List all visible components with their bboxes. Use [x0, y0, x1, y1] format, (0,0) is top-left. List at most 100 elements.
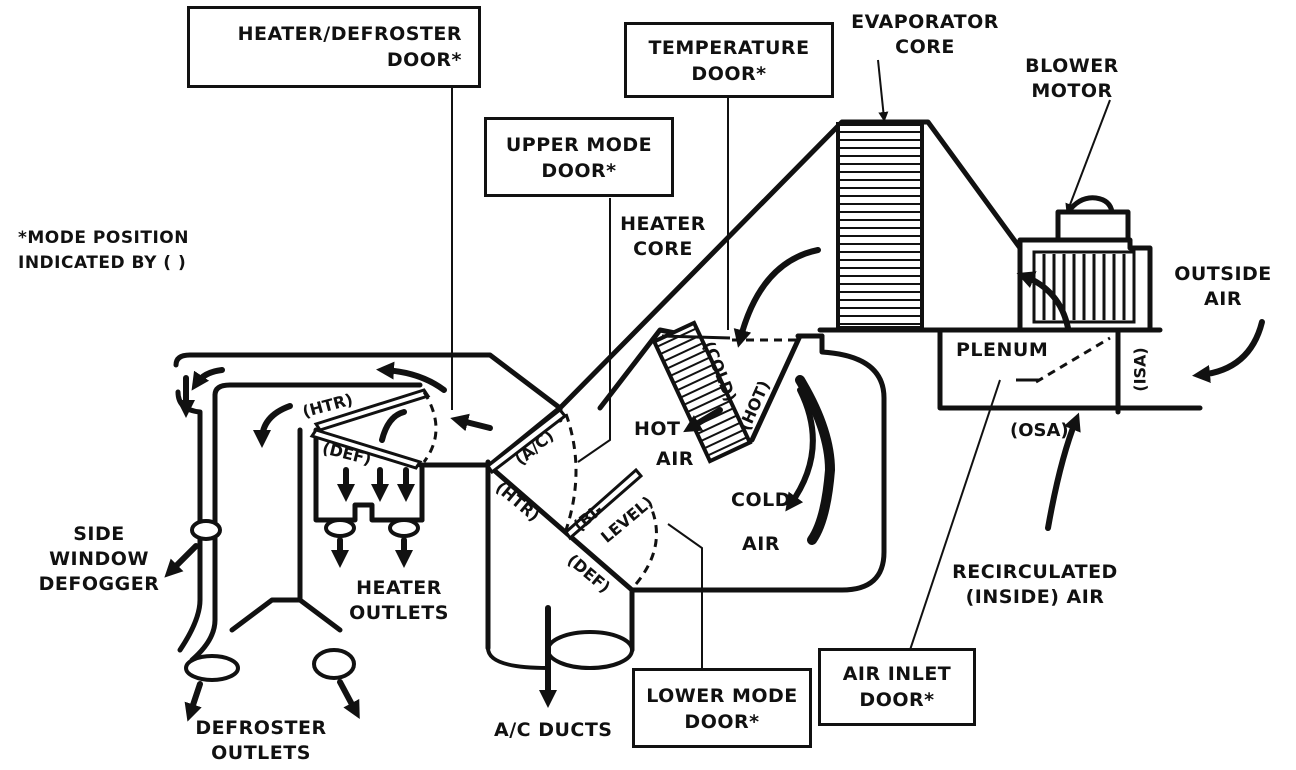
- label-line: EVAPORATOR: [851, 11, 999, 33]
- upper-duct-arrow: [376, 361, 447, 393]
- label-line: *MODE POSITION: [18, 228, 189, 248]
- callout-line: DOOR*: [684, 711, 760, 733]
- label-heater-outlets: HEATER OUTLETS: [334, 576, 464, 626]
- heater-defroster-door: [485, 407, 568, 475]
- label-line: DEFROSTER: [195, 717, 327, 739]
- evaporator-core-fins: [836, 122, 924, 330]
- label-line: OUTSIDE: [1174, 263, 1272, 285]
- callout-temperature-door: TEMPERATURE DOOR*: [624, 22, 834, 98]
- side-defogger-opening: [190, 519, 222, 541]
- defroster-duct-arrow-b: [253, 403, 293, 448]
- mode-label-isa: (ISA): [1130, 347, 1150, 392]
- htr-def-door-swing: [422, 391, 438, 463]
- heater-core-fins: [651, 320, 753, 464]
- heater-core-duct: [629, 333, 887, 593]
- defroster-outlet-right: [312, 648, 356, 680]
- label-line: A/C DUCTS: [494, 719, 613, 741]
- defroster-duct-inner-left: [189, 392, 218, 663]
- cold-air-thick-arrow: [795, 375, 836, 545]
- upper-mode-door-def: [309, 428, 423, 470]
- air-inlet-door-swing: [1035, 336, 1111, 384]
- plenum-bottom-wall: [937, 327, 1203, 411]
- recirculated-air-arrow: [1045, 412, 1081, 531]
- mode-label-osa: (OSA): [1010, 420, 1069, 441]
- defroster-outlet-left: [184, 654, 240, 682]
- defroster-duct-left: [175, 389, 203, 653]
- label-line: OUTLETS: [211, 742, 311, 764]
- callout-upper-mode-door: UPPER MODE DOOR*: [484, 117, 674, 197]
- label-line: BLOWER: [1025, 55, 1119, 77]
- label-evaporator-core: EVAPORATOR CORE: [830, 10, 1020, 60]
- label-plenum: PLENUM: [956, 338, 1048, 363]
- heater-outlet-right-opening: [388, 518, 420, 538]
- temperature-door-cold-edge: [661, 334, 731, 340]
- label-line: AIR: [1204, 288, 1242, 310]
- callout-line: DOOR*: [691, 63, 767, 85]
- label-line: RECIRCULATED: [952, 561, 1118, 583]
- label-recirculated-air: RECIRCULATED (INSIDE) AIR: [950, 560, 1120, 610]
- lower-mode-door-swing: [634, 504, 658, 585]
- label-line: HEATER: [620, 213, 706, 235]
- label-cold-air: COLD AIR: [716, 478, 806, 566]
- callout-heater-defroster-door: HEATER/DEFROSTER DOOR*: [187, 6, 481, 88]
- label-blower-motor: BLOWER MOTOR: [1012, 54, 1132, 104]
- lower-mode-door-path: [485, 462, 635, 593]
- defroster-outlet-arrow-right: [337, 679, 360, 720]
- blower-wheel: [1032, 250, 1136, 324]
- heater-outlet-left: [324, 518, 356, 538]
- label-line: AIR: [656, 448, 694, 470]
- label-line: MOTOR: [1031, 80, 1113, 102]
- heater-core-right-wall: [749, 333, 803, 443]
- blower-motor-cap: [1065, 195, 1115, 215]
- callout-line: AIR INLET: [842, 663, 952, 685]
- label-line: COLD: [731, 489, 791, 511]
- label-line: CORE: [895, 36, 955, 58]
- label-outside-air: OUTSIDE AIR: [1168, 262, 1278, 312]
- cold-air-arrow: [785, 387, 816, 512]
- callout-line: TEMPERATURE: [648, 37, 810, 59]
- label-line: HOT: [634, 418, 681, 440]
- callout-line: DOOR*: [859, 689, 935, 711]
- callout-line: HEATER/DEFROSTER: [237, 23, 462, 45]
- upper-mode-door-swing: [564, 413, 578, 531]
- leader-upper-mode-door: [577, 198, 611, 463]
- upper-duct-top: [173, 352, 563, 411]
- callout-line: DOOR*: [541, 160, 617, 182]
- leader-evaporator-core: [877, 59, 889, 122]
- label-mode-note: *MODE POSITION INDICATED BY ( ): [18, 226, 189, 276]
- heater-outlets-box: [313, 427, 425, 523]
- defroster-duct-arrow-a: [191, 367, 225, 391]
- defroster-outlet-arrow-left: [184, 681, 203, 722]
- callout-line: UPPER MODE: [505, 134, 653, 156]
- def-door-curl: [379, 409, 407, 443]
- leader-air-inlet-door: [909, 379, 1001, 651]
- side-defogger-arrow: [164, 543, 199, 578]
- mode-chamber-arrow: [450, 413, 493, 432]
- ac-duct-opening: [546, 630, 634, 670]
- callout-line: DOOR*: [386, 49, 462, 71]
- hot-air-arrow: [683, 407, 723, 433]
- defroster-duct-inner: [212, 382, 423, 398]
- lower-mode-door: [564, 467, 644, 541]
- callout-air-inlet-door: AIR INLET DOOR*: [818, 648, 976, 726]
- defroster-split: [229, 597, 343, 633]
- label-heater-core: HEATER CORE: [608, 212, 718, 262]
- evaporator-outflow-arrow: [733, 247, 821, 348]
- label-line: DEFOGGER: [38, 573, 160, 595]
- label-line: OUTLETS: [349, 602, 449, 624]
- leader-blower-motor: [1065, 99, 1111, 214]
- callout-line: LOWER MODE: [646, 685, 798, 707]
- label-line: CORE: [633, 238, 693, 260]
- label-defroster-outlets: DEFROSTER OUTLETS: [186, 716, 336, 766]
- label-line: AIR: [742, 533, 780, 555]
- label-line: HEATER: [356, 577, 442, 599]
- label-line: WINDOW: [49, 548, 149, 570]
- label-line: INDICATED BY ( ): [18, 253, 187, 273]
- label-side-window-defogger: SIDE WINDOW DEFOGGER: [34, 522, 164, 597]
- blower-housing: [1017, 237, 1153, 333]
- blower-inflow-arrow: [1016, 271, 1071, 331]
- label-line: SIDE: [73, 523, 125, 545]
- label-line: PLENUM: [956, 339, 1049, 361]
